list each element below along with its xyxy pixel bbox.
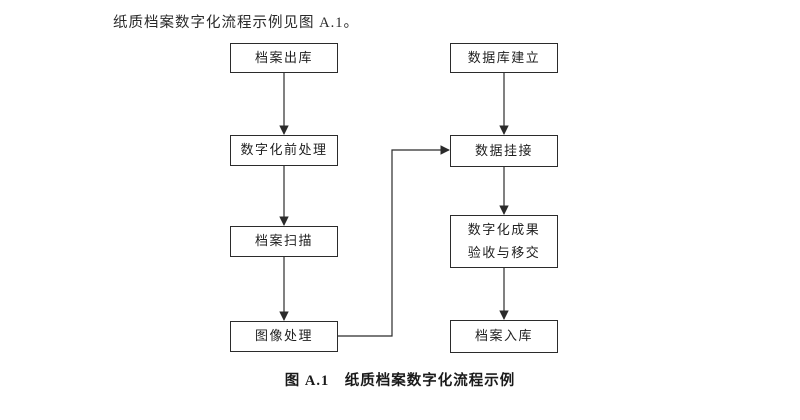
edge-image-to-linking <box>338 145 450 337</box>
intro-text: 纸质档案数字化流程示例见图 A.1。 <box>113 15 359 31</box>
flow-node-pre-digitization: 数字化前处理 <box>230 135 338 166</box>
flow-node-label: 图像处理 <box>254 328 313 344</box>
flow-node-archive-checkout: 档案出库 <box>230 43 338 73</box>
flow-node-acceptance-transfer: 数字化成果 验收与移交 <box>450 215 558 268</box>
flow-node-image-processing: 图像处理 <box>230 321 338 352</box>
flow-node-archive-scanning: 档案扫描 <box>230 226 338 257</box>
flow-node-label: 档案出库 <box>254 49 313 65</box>
flow-node-label: 档案扫描 <box>254 233 313 249</box>
flow-node-data-linking: 数据挂接 <box>450 135 558 167</box>
figure-caption: 图 A.1 纸质档案数字化流程示例 <box>284 373 516 389</box>
flow-node-label: 数据库建立 <box>467 49 541 65</box>
flow-node-archive-storage: 档案入库 <box>450 320 558 353</box>
flow-node-label: 数字化成果 验收与移交 <box>467 221 541 260</box>
flow-node-label: 档案入库 <box>474 328 533 344</box>
flow-node-label: 数据挂接 <box>474 142 533 158</box>
flow-node-label: 数字化前处理 <box>240 142 328 158</box>
flow-node-database-setup: 数据库建立 <box>450 43 558 73</box>
